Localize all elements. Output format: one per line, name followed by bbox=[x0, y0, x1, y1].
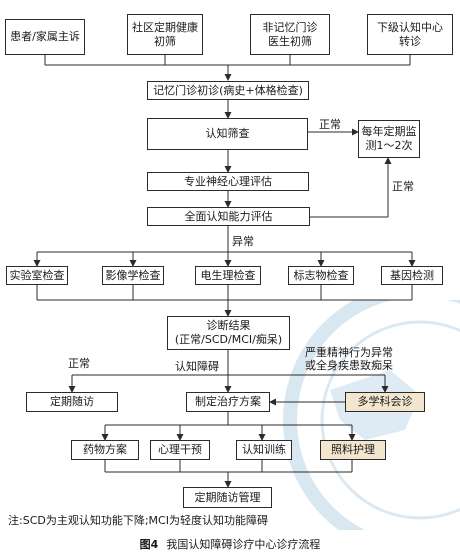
node-lower-center-referral: 下级认知中心 转诊 bbox=[367, 14, 453, 55]
label-abnormal: 异常 bbox=[232, 235, 254, 248]
node-neuropsych-assessment: 专业神经心理评估 bbox=[147, 172, 309, 191]
node-imaging: 影像学检查 bbox=[102, 266, 164, 285]
label-diag-impairment: 认知障碍 bbox=[175, 360, 219, 373]
node-biomarkers: 标志物检查 bbox=[288, 266, 354, 285]
label-assessment-normal: 正常 bbox=[392, 180, 414, 193]
node-cognitive-screening: 认知筛查 bbox=[147, 118, 308, 150]
node-treatment-plan: 制定治疗方案 bbox=[186, 392, 270, 412]
node-diagnosis-result: 诊断结果 (正常/SCD/MCI/痴呆) bbox=[167, 316, 290, 350]
node-electrophysiology: 电生理检查 bbox=[195, 266, 261, 285]
node-genetic-testing: 基因检测 bbox=[381, 266, 443, 285]
node-regular-followup: 定期随访 bbox=[26, 392, 118, 412]
node-care-nursing: 照料护理 bbox=[320, 440, 386, 460]
label-screening-normal: 正常 bbox=[319, 118, 341, 131]
footnote: 注:SCD为主观认知功能下降;MCI为轻度认知功能障碍 bbox=[8, 514, 268, 527]
node-followup-management: 定期随访管理 bbox=[183, 487, 272, 508]
node-non-memory-clinic: 非记忆门诊 医生初筛 bbox=[250, 14, 330, 55]
label-diag-normal: 正常 bbox=[68, 357, 90, 370]
figure-caption: 图4 我国认知障碍诊疗中心诊疗流程 bbox=[0, 538, 460, 551]
node-full-cognitive-assessment: 全面认知能力评估 bbox=[147, 207, 310, 226]
figure-number: 图4 bbox=[139, 538, 159, 551]
node-cognitive-training: 认知训练 bbox=[236, 440, 292, 460]
node-psych-intervention: 心理干预 bbox=[150, 440, 210, 460]
node-drug-plan: 药物方案 bbox=[71, 440, 139, 460]
node-annual-monitoring: 每年定期监 测1～2次 bbox=[358, 120, 420, 158]
node-community-screening: 社区定期健康 初筛 bbox=[127, 14, 203, 55]
node-lab-tests: 实验室检查 bbox=[6, 266, 68, 285]
node-mdt-consultation: 多学科会诊 bbox=[345, 392, 425, 412]
node-memory-clinic-initial: 记忆门诊初诊(病史+体格检查) bbox=[147, 81, 309, 100]
node-patient-complaint: 患者/家属主诉 bbox=[5, 19, 85, 55]
label-diag-severe: 严重精神行为异常 或全身疾患致痴呆 bbox=[305, 346, 393, 372]
figure-title: 我国认知障碍诊疗中心诊疗流程 bbox=[166, 538, 321, 551]
